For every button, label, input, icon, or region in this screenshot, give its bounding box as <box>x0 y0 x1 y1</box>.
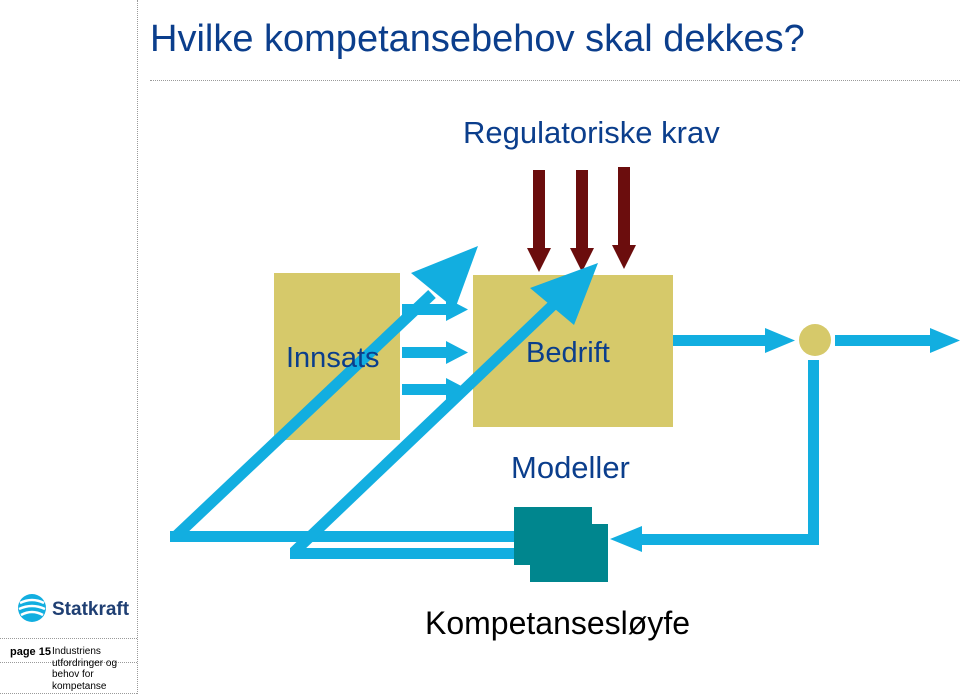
regulatory-label: Regulatoriske krav <box>463 115 720 150</box>
input-label: Innsats <box>286 342 380 374</box>
input-box <box>274 273 400 440</box>
models-label: Modeller <box>511 450 630 485</box>
regulatory-arrow <box>570 170 594 272</box>
vertical-divider <box>137 0 138 694</box>
company-label: Bedrift <box>526 337 610 369</box>
measurement-node <box>799 324 831 356</box>
title-underline <box>150 80 960 81</box>
flow-arrow <box>402 341 468 364</box>
footer-divider <box>0 638 137 639</box>
model-block <box>514 507 608 582</box>
regulatory-arrows <box>527 167 636 272</box>
competence-loop-label: Kompetansesløyfe <box>425 605 691 641</box>
regulatory-arrow <box>527 170 551 272</box>
regulatory-arrow <box>612 167 636 269</box>
svg-text:Statkraft: Statkraft <box>52 599 130 620</box>
page-number: page 15 <box>10 646 51 658</box>
page-title: Hvilke kompetansebehov skal dekkes? <box>150 18 805 60</box>
feedback-loop <box>170 360 819 559</box>
diagonal-arrows <box>172 246 598 556</box>
statkraft-logo: Statkraft <box>16 591 132 627</box>
footer-text: Industriens utfordringer og behov for ko… <box>52 646 118 692</box>
statkraft-logo-icon: Statkraft <box>18 594 130 622</box>
footer-divider <box>0 662 137 663</box>
output-flow <box>673 328 960 353</box>
